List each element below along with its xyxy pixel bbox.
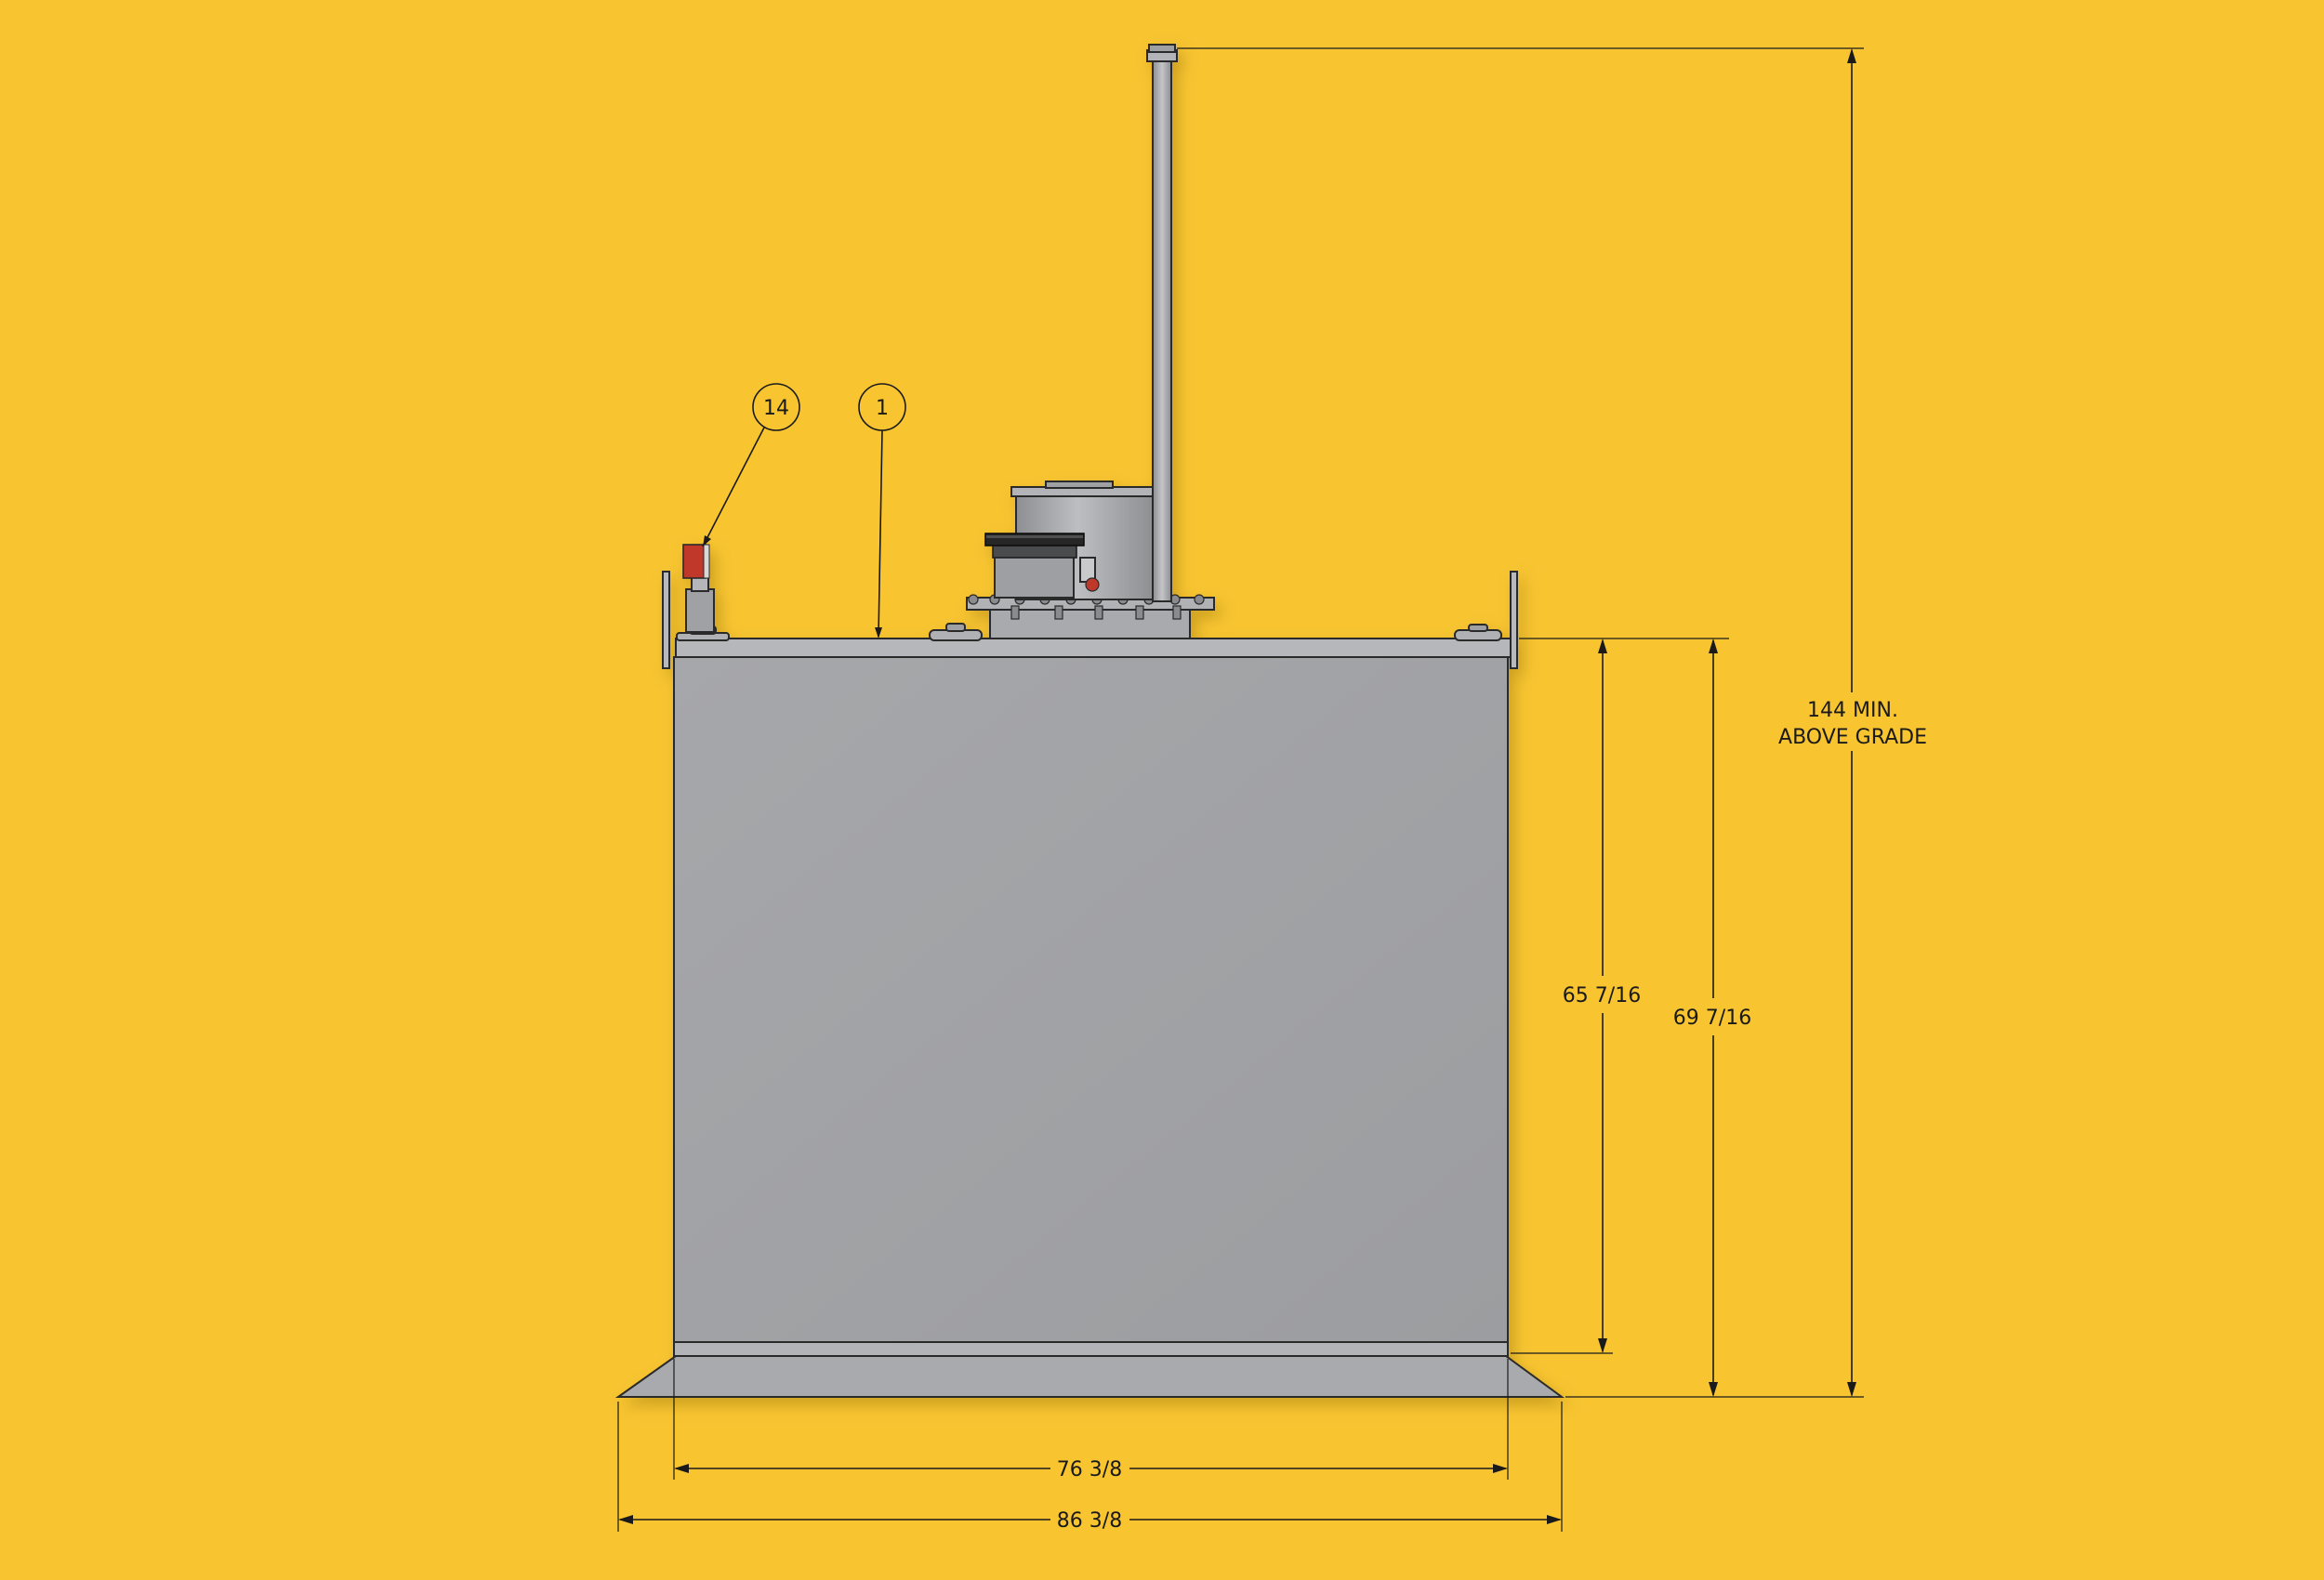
dimension-tank-height-overall-label: 69 7/16 [1673,1007,1751,1030]
tank-bottom-band [673,1341,1509,1357]
vent-pipe [1146,44,1178,602]
balloon-1-label: 1 [876,397,889,420]
level-gauge [682,544,715,633]
dimension-tank-height-overall: 69 7/16 [1673,639,1751,1397]
balloon-1: 1 [858,383,906,639]
dimension-tank-height-inner-label: 65 7/16 [1563,984,1641,1007]
dimension-base-width: 86 3/8 [617,1402,1563,1533]
fill-adaptor [984,533,1100,599]
right-top-cap [1454,624,1502,641]
balloon-14-label: 14 [763,397,789,420]
left-lifting-lug [662,571,670,669]
dimension-overall-height: 144 MIN. ABOVE GRADE [1177,47,1927,1398]
right-lifting-lug [1510,571,1518,669]
tank-body [673,656,1509,1343]
dimension-tank-height-inner: 65 7/16 [1511,638,1729,1354]
tank-assembly [614,44,1565,1398]
tank-top-lid [675,638,1512,658]
dimension-overall-height-line2: ABOVE GRADE [1778,726,1927,749]
dimension-overall-height-line1: 144 MIN. [1807,699,1898,722]
dimension-base-width-label: 86 3/8 [1057,1509,1122,1533]
tank-base-skirt [614,1355,1565,1398]
dimension-tank-width-label: 76 3/8 [1057,1458,1122,1481]
balloon-14: 14 [702,383,800,547]
center-top-cap [929,623,983,641]
dimension-tank-width: 76 3/8 [673,1359,1509,1481]
